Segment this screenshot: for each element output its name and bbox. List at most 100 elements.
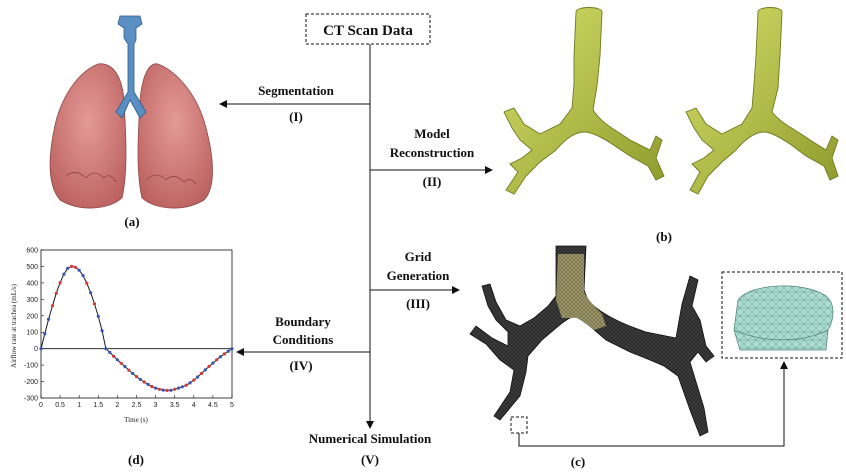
step-grid-number: (III)	[406, 296, 430, 311]
chart-point	[66, 266, 70, 270]
chart-point	[85, 281, 89, 285]
zoom-source-box	[510, 416, 528, 434]
chart-point	[161, 388, 165, 392]
chart-point	[157, 387, 161, 391]
chart-point	[50, 304, 55, 308]
zoom-connector	[518, 361, 788, 447]
left-lung	[49, 63, 127, 209]
chart-point	[165, 388, 169, 392]
chart-point	[184, 383, 188, 387]
chart-point	[211, 361, 215, 365]
chart-points	[39, 264, 234, 392]
chart-point	[134, 375, 139, 379]
flow-connectors	[219, 44, 493, 429]
airway-model-left	[503, 7, 665, 195]
chart-point	[73, 265, 77, 269]
y-tick-label: -200	[24, 379, 38, 386]
chart-point	[54, 291, 58, 295]
y-tick-label: 100	[26, 330, 38, 337]
chart-point	[39, 347, 43, 351]
x-tick-label: 2	[115, 402, 119, 409]
chart-point	[119, 361, 123, 365]
chart-point	[47, 317, 51, 321]
chart-point	[62, 272, 66, 276]
x-tick-label: 3.5	[170, 402, 180, 409]
x-tick-label: 1	[77, 402, 81, 409]
step-model-label-2: Reconstruction	[390, 145, 475, 160]
panel-a-label: (a)	[124, 214, 139, 229]
x-tick-label: 1.5	[93, 402, 103, 409]
ct-scan-box: CT Scan Data	[305, 13, 431, 45]
y-tick-label: 0	[34, 346, 38, 353]
chart-point	[180, 385, 184, 389]
lung-texture	[65, 172, 197, 185]
chart-point	[127, 368, 131, 372]
x-tick-label: 5	[230, 402, 234, 409]
chart-point	[150, 384, 154, 389]
y-tick-label: 300	[26, 297, 38, 304]
step-simulation-label: Numerical Simulation	[309, 431, 432, 446]
step-segmentation-label: Segmentation	[258, 83, 335, 98]
step-model-label-1: Model	[414, 126, 450, 141]
chart-point	[70, 264, 74, 268]
y-tick-label: 200	[26, 313, 38, 320]
zoom-inset-edge	[733, 329, 829, 341]
chart-point	[222, 352, 226, 356]
chart-point	[108, 350, 112, 354]
chart-point	[203, 368, 207, 372]
chart-point	[43, 332, 47, 336]
step-segmentation-number: (I)	[289, 109, 303, 124]
chart-point	[146, 382, 150, 386]
chart-point	[173, 387, 177, 391]
chart-point	[123, 365, 127, 369]
chart-point	[169, 388, 173, 392]
step-simulation-number: (V)	[361, 452, 379, 467]
step-boundary-label-2: Conditions	[273, 332, 334, 347]
chart-point	[92, 302, 97, 306]
x-tick-label: 4.5	[208, 402, 218, 409]
chart-point	[112, 354, 116, 358]
chart-point	[77, 268, 81, 272]
step-boundary-label-1: Boundary	[275, 314, 331, 329]
trachea-airway	[115, 15, 147, 119]
chart-point	[154, 386, 158, 390]
chart-point	[131, 371, 135, 376]
y-tick-label: 400	[26, 280, 38, 287]
x-tick-label: 3	[154, 402, 158, 409]
chart-point	[142, 380, 146, 384]
chart-point	[192, 378, 196, 382]
chart-point	[58, 281, 62, 285]
y-tick-label: -100	[24, 363, 38, 370]
chart-point	[89, 291, 93, 295]
step-model-number: (II)	[423, 174, 442, 189]
x-tick-label: 4	[192, 402, 196, 409]
airway-shape-b1	[503, 7, 665, 195]
trachea-icon	[115, 15, 147, 119]
ct-scan-title: CT Scan Data	[323, 23, 413, 39]
panel-d-label: (d)	[128, 452, 144, 467]
panel-b-label: (b)	[656, 229, 672, 244]
zoom-inset-mesh	[733, 285, 834, 351]
chart-point	[176, 386, 181, 390]
chart-point	[215, 358, 219, 362]
step-boundary-number: (IV)	[289, 358, 312, 373]
airway-shape-b2	[685, 7, 839, 195]
chart-point	[81, 273, 85, 278]
panel-c-mesh: (c)	[469, 245, 843, 469]
chart-point	[199, 371, 203, 376]
chart-y-axis-label: Airflow rate at trachea (mL/s)	[10, 283, 18, 368]
panel-c-label: (c)	[571, 454, 585, 469]
chart-point	[104, 347, 108, 351]
step-grid-label-2: Generation	[387, 268, 451, 283]
mesh-airway-shape	[469, 245, 715, 437]
airway-model-right	[685, 7, 839, 195]
chart-point	[96, 314, 100, 318]
ct-scan-box-frame	[305, 13, 431, 45]
chart-point	[207, 364, 211, 368]
chart-x-axis-label: Time (s)	[124, 416, 148, 424]
chart-point	[100, 329, 104, 333]
